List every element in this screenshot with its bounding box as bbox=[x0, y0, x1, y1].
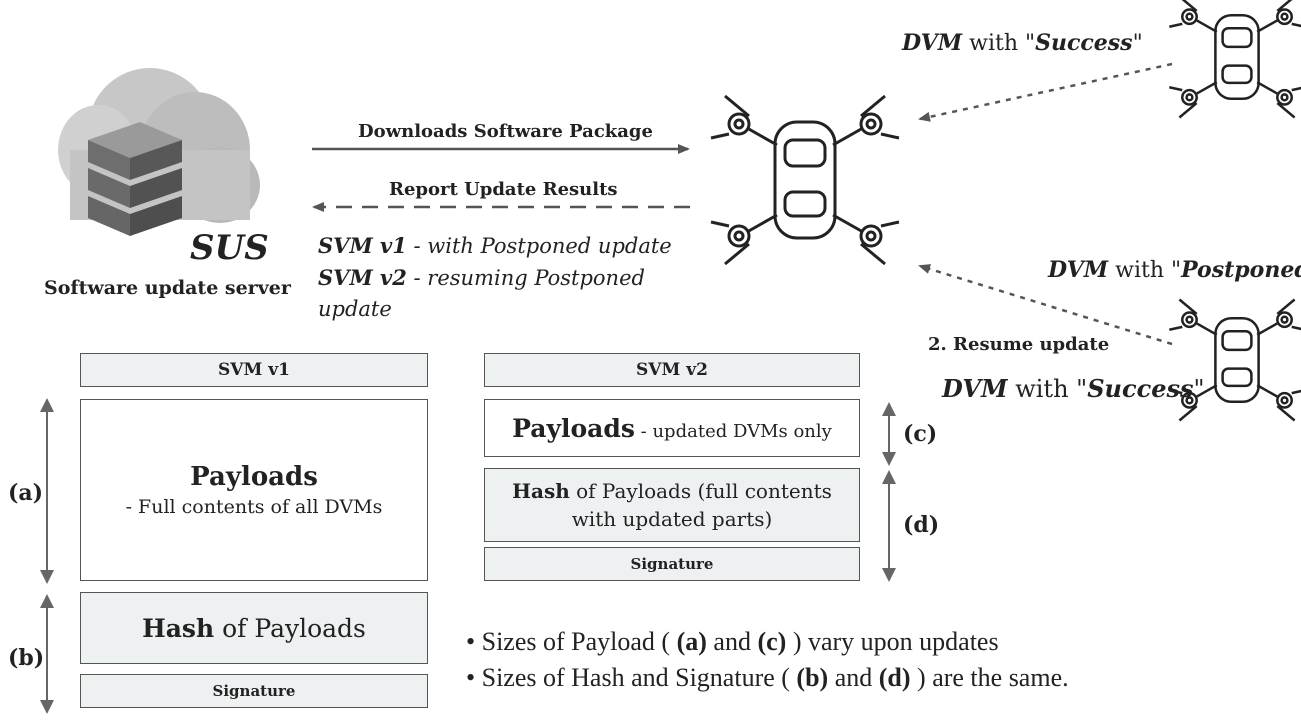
svm-v1-text: - with Postponed update bbox=[406, 234, 672, 258]
drone-bottom-icon bbox=[1169, 298, 1301, 422]
svm-v1-payloads: Payloads - Full contents of all DVMs bbox=[80, 399, 428, 581]
dim-c-label: (c) bbox=[903, 421, 938, 447]
downloads-label: Downloads Software Package bbox=[358, 121, 653, 142]
dim-b-label: (b) bbox=[8, 645, 45, 671]
svm-v2-text-cont: update bbox=[318, 297, 392, 321]
svm-v2-payloads: Payloads - updated DVMs only bbox=[484, 399, 860, 457]
svm-v2-header: SVM v2 bbox=[484, 353, 860, 387]
dvm-success-label: DVM with "Success" bbox=[942, 374, 1205, 403]
resume-update-label: 2. Resume update bbox=[928, 334, 1110, 355]
dvm-success-arrow bbox=[918, 62, 1173, 122]
server-name: Software update server bbox=[44, 277, 291, 299]
size-note-payload: • Sizes of Payload ( (a) and (c) ) vary … bbox=[466, 627, 999, 656]
main-drone-icon bbox=[710, 94, 900, 266]
dimension-arrows bbox=[40, 398, 896, 714]
svm-v1-payloads-title: Payloads bbox=[190, 462, 318, 492]
svm-v1-signature: Signature bbox=[80, 674, 428, 708]
dim-d-label: (d) bbox=[903, 512, 940, 538]
drone-top-icon bbox=[1169, 0, 1301, 119]
svm-notes: SVM v1 - with Postponed update SVM v2 - … bbox=[318, 230, 678, 325]
svm-v1-hash: Hash of Payloads bbox=[80, 592, 428, 664]
report-label: Report Update Results bbox=[389, 179, 618, 200]
dvm-top-label: DVM with "Success" bbox=[902, 30, 1143, 56]
svm-v1-name: SVM v1 bbox=[318, 233, 407, 258]
dvm-postponed-label: DVM with "Postponed" bbox=[1048, 257, 1301, 283]
size-notes: • Sizes of Payload ( (a) and (c) ) vary … bbox=[466, 624, 1069, 696]
size-note-hash: • Sizes of Hash and Signature ( (b) and … bbox=[466, 663, 1069, 692]
cloud-server-icon bbox=[58, 68, 260, 236]
svm-v2-text: - resuming Postponed bbox=[406, 266, 645, 290]
svm-v2-signature: Signature bbox=[484, 547, 860, 581]
svm-v1-header: SVM v1 bbox=[80, 353, 428, 387]
dim-a-label: (a) bbox=[8, 480, 44, 506]
svm-v2-name: SVM v2 bbox=[318, 265, 407, 290]
svm-v2-hash: Hash of Payloads (full contents with upd… bbox=[484, 468, 860, 542]
server-acronym: SUS bbox=[190, 228, 269, 268]
svm-v1-payloads-desc: - Full contents of all DVMs bbox=[125, 496, 383, 518]
